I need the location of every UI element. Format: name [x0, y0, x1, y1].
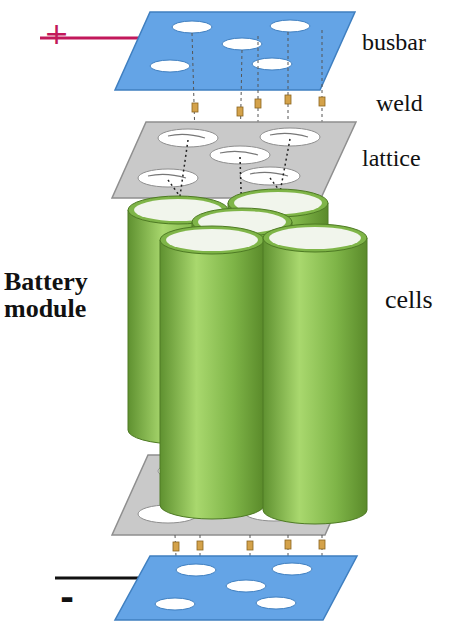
- weld-spot: [173, 542, 179, 551]
- lattice-holes: [138, 128, 320, 187]
- lattice-hole: [138, 169, 198, 187]
- busbar-hole: [270, 20, 310, 32]
- part-name: lattice: [362, 146, 421, 171]
- weld-spot: [285, 95, 291, 104]
- weld-spot: [237, 107, 243, 116]
- busbar-holes: [155, 563, 312, 610]
- lattice-tab: [220, 151, 258, 155]
- lattice-tab: [148, 174, 186, 178]
- cell-top: [263, 224, 367, 252]
- weld-spot: [285, 540, 291, 549]
- busbar-plate: [115, 12, 355, 90]
- busbar-hole: [272, 563, 312, 575]
- polarity-sign: -: [60, 580, 74, 616]
- busbar-hole: [150, 60, 190, 72]
- cell-body: [263, 238, 367, 524]
- busbar-hole: [222, 38, 262, 50]
- busbar-hole: [172, 21, 212, 33]
- lattice-hole: [260, 128, 320, 146]
- assembly-line: [258, 36, 259, 136]
- part-name: busbar: [362, 30, 426, 55]
- lattice-plate: [112, 122, 356, 198]
- busbar-hole: [256, 597, 296, 609]
- weld-spot: [192, 103, 198, 112]
- module-title: Battery module: [4, 268, 124, 323]
- weld-spot: [255, 99, 261, 108]
- cell-body: [160, 240, 264, 519]
- cell-cap: [166, 229, 258, 251]
- cell: [160, 226, 264, 519]
- part-name: cells: [385, 286, 433, 313]
- lattice-tab: [250, 172, 288, 176]
- lattice-hole: [210, 146, 270, 164]
- cell-top: [160, 226, 264, 254]
- lattice-tabs: [148, 133, 308, 178]
- welds: [192, 95, 325, 116]
- busbar-hole: [155, 598, 195, 610]
- weld-spot: [247, 541, 253, 550]
- lattice-tab: [168, 134, 205, 138]
- welds: [173, 540, 325, 551]
- weld-spot: [319, 540, 325, 549]
- lattice-tab: [270, 133, 308, 137]
- polarity-sign: +: [44, 18, 69, 50]
- weld-spot: [319, 97, 325, 106]
- weld-spot: [197, 541, 203, 550]
- busbar-hole: [176, 564, 216, 576]
- busbar-holes: [150, 20, 310, 72]
- busbar-hole: [226, 580, 266, 592]
- lattice-hole: [240, 167, 300, 185]
- lattice-hole: [158, 129, 218, 147]
- part-name: weld: [376, 91, 423, 116]
- cell: [263, 224, 367, 524]
- cell-cap: [269, 227, 361, 249]
- busbar-plate: [115, 556, 357, 620]
